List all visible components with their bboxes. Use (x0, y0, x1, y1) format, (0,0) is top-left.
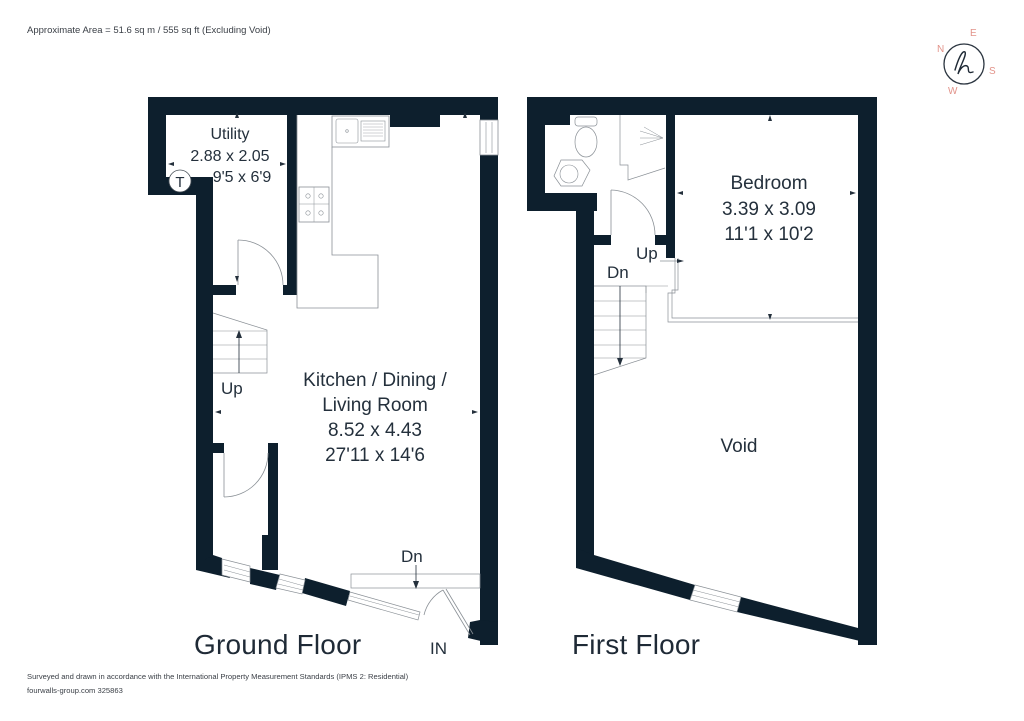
ground-floor-plan: T Up Dn IN Utility 2.88 x 2.05 9'5 (148, 97, 499, 658)
stairs-down-label: Dn (401, 547, 423, 566)
compass-icon: N E S W (937, 28, 996, 97)
company-reference: fourwalls-group.com 325863 (27, 686, 123, 695)
kitchen-room-name-line1: Kitchen / Dining / (303, 370, 447, 391)
kitchen-room-imperial: 27'11 x 14'6 (325, 445, 425, 466)
compass-west: W (948, 86, 958, 97)
ipms-statement: Surveyed and drawn in accordance with th… (27, 672, 409, 681)
utility-room-name: Utility (210, 126, 249, 143)
entrance-label: IN (430, 639, 447, 658)
compass-east: E (970, 28, 977, 39)
compass-south: S (989, 66, 996, 77)
void-room-name: Void (721, 436, 758, 457)
first-floor-label: First Floor (572, 629, 701, 660)
first-floor-plan: Dn Up Bedroom 3.39 x 3.09 11'1 x 10'2 Vo… (527, 97, 877, 645)
thermostat-symbol: T (175, 174, 184, 191)
ff-stairs-up-label: Up (636, 244, 658, 263)
stairs-up-label: Up (221, 379, 243, 398)
bedroom-room-imperial: 11'1 x 10'2 (724, 224, 813, 245)
utility-room-metric: 2.88 x 2.05 (190, 148, 269, 165)
ground-floor-label: Ground Floor (194, 629, 362, 660)
bedroom-room-name: Bedroom (730, 173, 807, 194)
kitchen-room-metric: 8.52 x 4.43 (328, 420, 422, 441)
compass-north: N (937, 44, 944, 55)
approximate-area-text: Approximate Area = 51.6 sq m / 555 sq ft… (27, 25, 271, 36)
kitchen-room-name-line2: Living Room (322, 395, 428, 416)
bedroom-room-metric: 3.39 x 3.09 (722, 199, 816, 220)
utility-room-imperial: 9'5 x 6'9 (213, 169, 272, 186)
ff-stairs-down-label: Dn (607, 263, 629, 282)
